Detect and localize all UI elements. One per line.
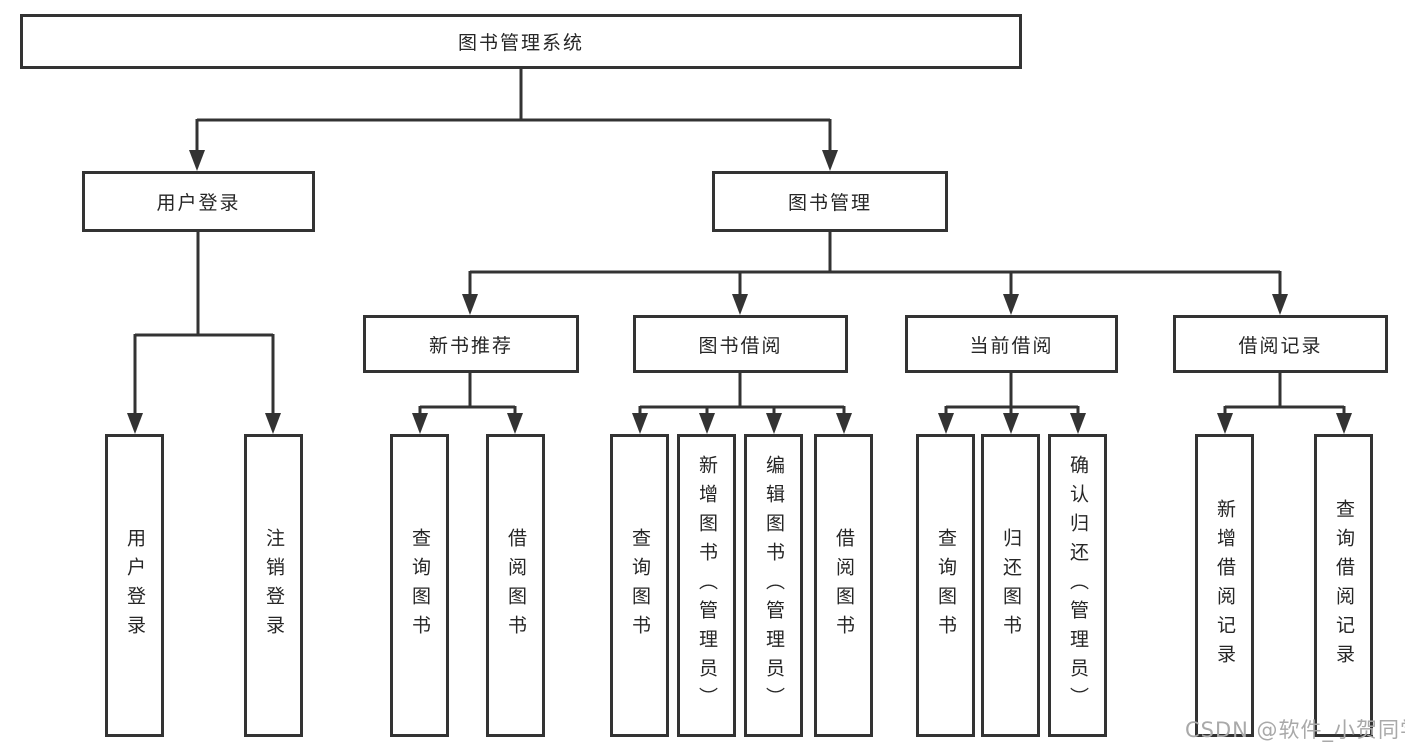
node-label: 图书借阅 [698, 334, 783, 357]
node-library-system: 图书管理系统 [20, 14, 1022, 69]
node-label: 确认归还（管理员） [1067, 455, 1089, 716]
leaf-query-books-recommend: 查询图书 [390, 434, 449, 737]
node-label: 查询图书 [409, 527, 431, 644]
node-label: 查询图书 [935, 527, 957, 644]
leaf-add-books-admin: 新增图书（管理员） [677, 434, 736, 737]
node-label: 归还图书 [1000, 527, 1022, 644]
node-current-borrow: 当前借阅 [905, 315, 1118, 373]
leaf-query-books-current: 查询图书 [916, 434, 975, 737]
node-book-management: 图书管理 [712, 171, 948, 232]
leaf-edit-books-admin: 编辑图书（管理员） [744, 434, 803, 737]
leaf-user-login: 用户登录 [105, 434, 164, 737]
node-user-login: 用户登录 [82, 171, 315, 232]
node-borrow-records: 借阅记录 [1173, 315, 1388, 373]
leaf-confirm-return-admin: 确认归还（管理员） [1048, 434, 1107, 737]
node-label: 当前借阅 [969, 334, 1054, 357]
leaf-logout: 注销登录 [244, 434, 303, 737]
node-label: 查询图书 [629, 527, 651, 644]
node-label: 编辑图书（管理员） [763, 455, 785, 716]
node-label: 新增图书（管理员） [696, 455, 718, 716]
leaf-borrow-books: 借阅图书 [814, 434, 873, 737]
node-label: 用户登录 [156, 192, 241, 214]
leaf-query-borrow-record: 查询借阅记录 [1314, 434, 1373, 737]
leaf-borrow-books-recommend: 借阅图书 [486, 434, 545, 737]
node-label: 借阅图书 [505, 527, 527, 644]
node-label: 查询借阅记录 [1333, 498, 1355, 673]
node-label: 借阅记录 [1238, 334, 1323, 357]
node-label: 图书管理系统 [457, 32, 584, 54]
node-book-borrow: 图书借阅 [633, 315, 848, 373]
leaf-query-books-borrow: 查询图书 [610, 434, 669, 737]
csdn-watermark: CSDN @软件_小贺同学 [1185, 718, 1405, 742]
node-new-book-recommend: 新书推荐 [363, 315, 579, 373]
node-label: 借阅图书 [833, 527, 855, 644]
leaf-add-borrow-record: 新增借阅记录 [1195, 434, 1254, 737]
leaf-return-books: 归还图书 [981, 434, 1040, 737]
arrowheads [127, 150, 1352, 434]
node-label: 新增借阅记录 [1214, 498, 1236, 673]
node-label: 注销登录 [263, 527, 285, 644]
node-label: 新书推荐 [428, 334, 513, 357]
node-label: 用户登录 [124, 527, 146, 644]
node-label: 图书管理 [787, 192, 872, 214]
